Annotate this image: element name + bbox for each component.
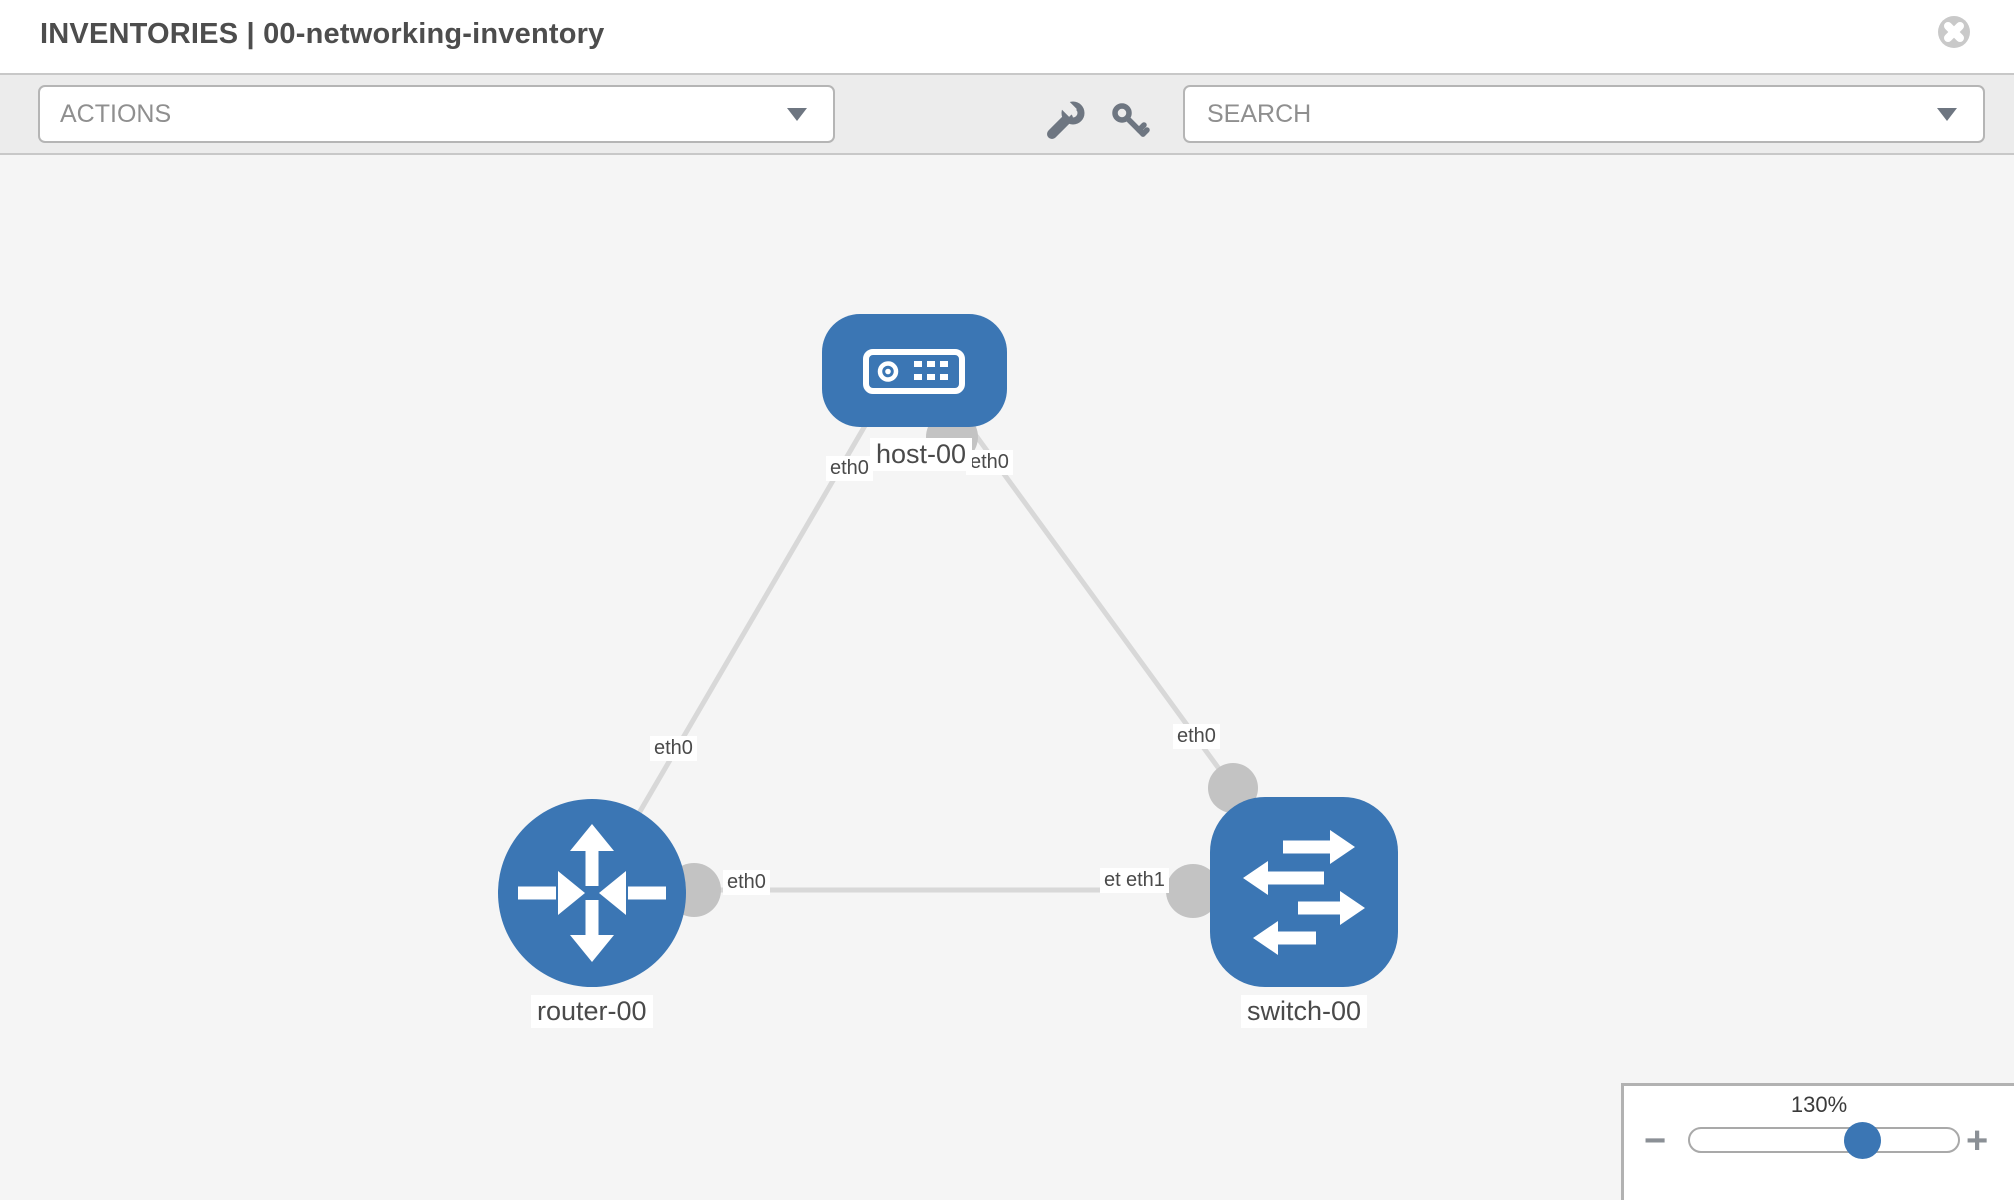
zoom-control-panel: 130% − + xyxy=(1621,1083,2014,1200)
node-label-host: host-00 xyxy=(870,438,973,471)
wrench-icon xyxy=(1047,94,1085,139)
zoom-out-button[interactable]: − xyxy=(1644,1120,1667,1162)
interface-connector[interactable] xyxy=(1166,864,1220,918)
router-icon xyxy=(518,824,666,962)
switch-icon xyxy=(1243,830,1365,955)
zoom-slider-thumb[interactable] xyxy=(1844,1122,1881,1159)
interface-label: eth0 xyxy=(826,456,873,481)
node-label-router: router-00 xyxy=(531,995,653,1028)
chevron-down-icon xyxy=(787,107,807,121)
interface-label: eth1 xyxy=(1122,868,1169,893)
actions-dropdown-label: ACTIONS xyxy=(60,99,172,128)
topology-canvas[interactable] xyxy=(0,155,2014,1200)
node-switch-00[interactable] xyxy=(1210,797,1398,987)
interface-label: eth0 xyxy=(966,450,1013,475)
credentials-button[interactable] xyxy=(1110,101,1150,141)
chevron-down-icon xyxy=(1937,107,1957,121)
interface-label: eth0 xyxy=(723,870,770,895)
search-dropdown[interactable] xyxy=(1183,85,1985,143)
zoom-in-button[interactable]: + xyxy=(1966,1120,1989,1162)
node-host-00[interactable] xyxy=(822,314,1007,427)
header-bar: INVENTORIES | 00-networking-inventory xyxy=(0,0,2014,73)
interface-label: eth0 xyxy=(650,736,697,761)
zoom-level-label: 130% xyxy=(1790,1092,1848,1117)
zoom-slider-track[interactable] xyxy=(1688,1127,1960,1153)
page-title: INVENTORIES | 00-networking-inventory xyxy=(40,18,605,50)
interface-label: eth0 xyxy=(1173,724,1220,749)
close-icon xyxy=(1938,16,1970,48)
actions-dropdown[interactable]: ACTIONS xyxy=(38,85,835,143)
close-button[interactable] xyxy=(1937,15,1971,49)
key-icon xyxy=(1112,103,1150,137)
interface-connector[interactable] xyxy=(1208,763,1258,813)
toolbar: ACTIONS xyxy=(0,73,2014,155)
server-icon xyxy=(863,349,965,394)
configure-button[interactable] xyxy=(1045,94,1085,141)
node-label-switch: switch-00 xyxy=(1241,995,1368,1028)
node-router-00[interactable] xyxy=(498,799,686,987)
search-input[interactable] xyxy=(1205,98,1937,130)
